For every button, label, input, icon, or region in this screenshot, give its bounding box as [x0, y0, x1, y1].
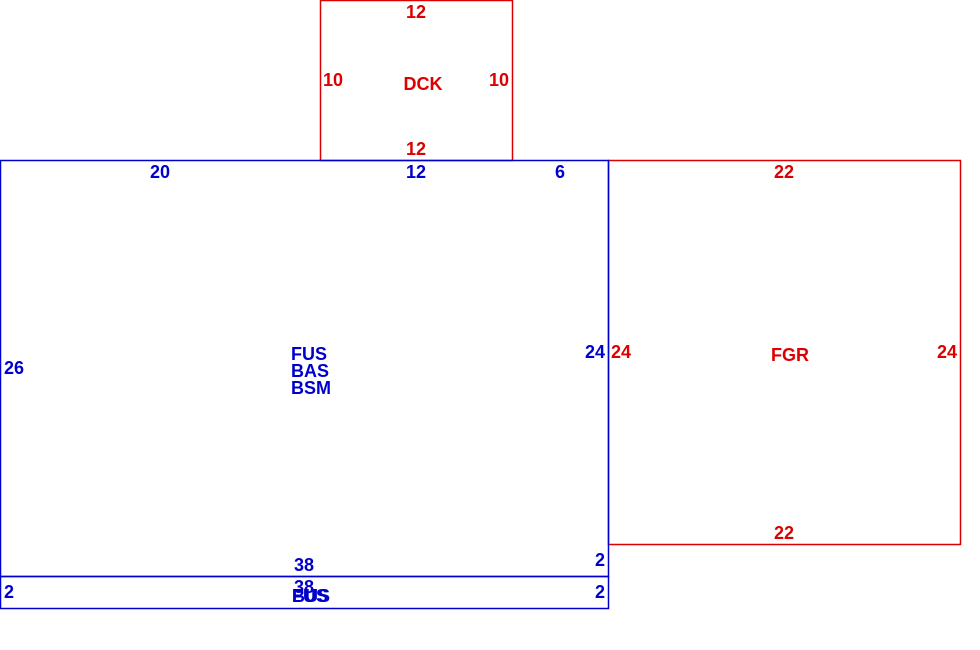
deck-top-dimension: 12: [406, 2, 426, 22]
garage-left-dimension: 24: [611, 342, 631, 362]
strip-area-code-2: FUS: [292, 586, 328, 606]
strip-right-dimension: 2: [595, 582, 605, 602]
main-area-code-3: BSM: [291, 378, 331, 398]
strip-top-dimension: 38: [294, 577, 314, 597]
main-top-mid-dimension: 12: [406, 162, 426, 182]
main-top-left-dimension: 20: [150, 162, 170, 182]
main-left-dimension: 26: [4, 358, 24, 378]
deck-area-code: DCK: [404, 74, 443, 94]
strip-area-code-1: BUS: [292, 586, 330, 606]
main-area-code-1: FUS: [291, 344, 327, 364]
strip-outline: [0, 575, 610, 610]
strip-left-dimension: 2: [4, 582, 14, 602]
main-bottom-dimension: 38: [294, 555, 314, 575]
deck-left-dimension: 10: [323, 70, 343, 90]
main-bottom-right-dimension: 2: [595, 550, 605, 570]
garage-bottom-dimension: 22: [774, 523, 794, 543]
deck-bottom-dimension: 12: [406, 139, 426, 159]
garage-area-code: FGR: [771, 345, 809, 365]
garage-top-dimension: 22: [774, 162, 794, 182]
deck-right-dimension: 10: [489, 70, 509, 90]
main-area-code-2: BAS: [291, 361, 329, 381]
main-top-right-dimension: 6: [555, 162, 565, 182]
garage-right-dimension: 24: [937, 342, 957, 362]
main-right-dimension: 24: [585, 342, 605, 362]
